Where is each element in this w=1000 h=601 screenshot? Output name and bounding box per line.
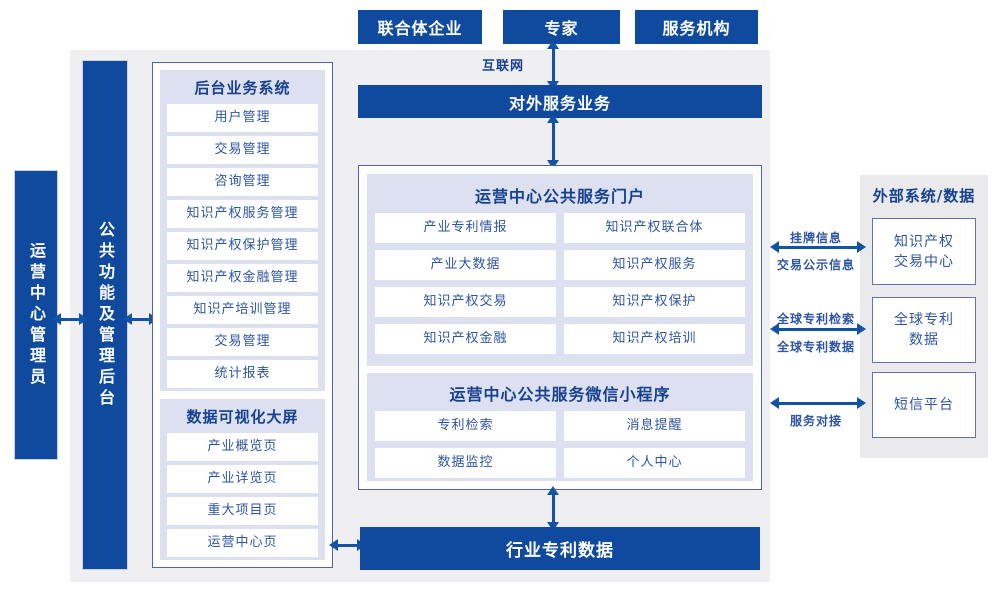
link-label-trade-publicity-info: 交易公示信息 (776, 258, 855, 272)
list-item: 知识产权交易 (375, 287, 556, 317)
bar-label: 对外服务业务 (508, 93, 611, 113)
list-item: 知识产权培训 (564, 324, 745, 354)
list-item: 知识产权联合体 (564, 213, 745, 243)
list-item: 产业大数据 (375, 250, 556, 280)
list-item: 知识产权金融 (375, 324, 556, 354)
list-item: 知识产权金融管理 (167, 264, 318, 292)
panel-title: 运营中心公共服务门户 (474, 187, 645, 206)
actor-consortium-enterprises: 联合体企业 (358, 10, 482, 44)
list-item: 统计报表 (167, 360, 318, 388)
list-item: 运营中心页 (167, 529, 318, 557)
backend-systems-panel: 后台业务系统 用户管理 交易管理 咨询管理 知识产权服务管理 知识产权保护管理 … (160, 70, 325, 391)
vertical-double-arrow-industry-data-icon (547, 486, 559, 531)
public-function-admin-backend-bar: 公共功能及管理后台 (82, 60, 128, 570)
list-item: 消息提醒 (564, 411, 745, 441)
link-label-listing-info: 挂牌信息 (789, 231, 842, 245)
box-line: 交易中心 (894, 253, 954, 270)
list-item: 知识产权服务管理 (167, 200, 318, 228)
list-item: 交易管理 (167, 136, 318, 164)
external-service-bar: 对外服务业务 (358, 85, 762, 118)
actor-label: 专家 (544, 19, 579, 38)
dashboard-items: 产业概览页 产业详览页 重大项目页 运营中心页 (167, 433, 318, 557)
vertical-double-arrow-portal-icon (547, 114, 559, 169)
vbar-label: 运营中心管理员 (27, 241, 46, 389)
portal-items: 产业专利情报 知识产权联合体 产业大数据 知识产权服务 知识产权交易 知识产权保… (375, 213, 745, 354)
actor-service-agencies: 服务机构 (635, 10, 758, 44)
panel-title: 后台业务系统 (194, 79, 291, 97)
list-item: 知识产培训管理 (167, 296, 318, 324)
operation-center-admin-bar: 运营中心管理员 (14, 170, 58, 460)
list-item: 知识产权服务 (564, 250, 745, 280)
list-item: 知识产权保护管理 (167, 232, 318, 260)
box-line: 知识产权 (894, 233, 954, 250)
sms-platform-box: 短信平台 (872, 372, 976, 438)
horizontal-double-arrow-sms-icon (770, 397, 866, 409)
panel-title: 运营中心公共服务微信小程序 (449, 385, 671, 404)
actor-label: 联合体企业 (377, 19, 463, 38)
ip-trading-center-box: 知识产权 交易中心 (872, 218, 976, 285)
vbar-label: 公共功能及管理后台 (96, 220, 115, 410)
list-item: 产业详览页 (167, 465, 318, 493)
link-label-service-connection: 服务对接 (789, 414, 842, 428)
dashboard-panel: 数据可视化大屏 产业概览页 产业详览页 重大项目页 运营中心页 (160, 399, 325, 560)
bar-label: 行业专利数据 (506, 541, 614, 561)
industry-patent-data-bar: 行业专利数据 (360, 527, 760, 570)
external-systems-panel: 外部系统/数据 知识产权 交易中心 全球专利 数据 短信平台 (860, 175, 988, 458)
portal-container: 运营中心公共服务门户 产业专利情报 知识产权联合体 产业大数据 知识产权服务 知… (358, 165, 762, 490)
backend-items: 用户管理 交易管理 咨询管理 知识产权服务管理 知识产权保护管理 知识产权金融管… (167, 104, 318, 388)
horizontal-double-arrow-patent-icon (770, 323, 866, 335)
box-line: 数据 (909, 332, 939, 348)
actor-label: 服务机构 (662, 19, 731, 38)
box-line: 全球专利 (894, 312, 954, 328)
backend-container: 后台业务系统 用户管理 交易管理 咨询管理 知识产权服务管理 知识产权保护管理 … (152, 62, 333, 568)
list-item: 专利检索 (375, 411, 556, 441)
list-item: 交易管理 (167, 328, 318, 356)
vertical-double-arrow-internet-icon (547, 40, 559, 90)
list-item: 数据监控 (375, 448, 556, 478)
list-item: 产业专利情报 (375, 213, 556, 243)
horizontal-double-arrow-backend-systems-icon (123, 313, 158, 325)
list-item: 重大项目页 (167, 497, 318, 525)
actor-experts: 专家 (503, 10, 620, 44)
internet-label: 互联网 (482, 59, 525, 74)
link-label-global-patent-data: 全球专利数据 (776, 340, 855, 354)
panel-title: 外部系统/数据 (872, 187, 976, 205)
box-line: 短信平台 (894, 397, 954, 413)
list-item: 个人中心 (564, 448, 745, 478)
list-item: 咨询管理 (167, 168, 318, 196)
horizontal-double-arrow-trading-icon (770, 241, 866, 253)
wechat-miniprogram-panel: 运营中心公共服务微信小程序 专利检索 消息提醒 数据监控 个人中心 (367, 373, 753, 481)
global-patent-data-box: 全球专利 数据 (872, 297, 976, 363)
panel-title: 数据可视化大屏 (186, 408, 299, 426)
list-item: 用户管理 (167, 104, 318, 132)
horizontal-double-arrow-admin-backend-icon (52, 313, 88, 325)
list-item: 产业概览页 (167, 433, 318, 461)
horizontal-double-arrow-dashboard-data-icon (329, 539, 366, 551)
link-label-global-patent-search: 全球专利检索 (776, 312, 855, 326)
miniprogram-items: 专利检索 消息提醒 数据监控 个人中心 (375, 411, 745, 478)
list-item: 知识产权保护 (564, 287, 745, 317)
public-service-portal-panel: 运营中心公共服务门户 产业专利情报 知识产权联合体 产业大数据 知识产权服务 知… (367, 174, 753, 366)
